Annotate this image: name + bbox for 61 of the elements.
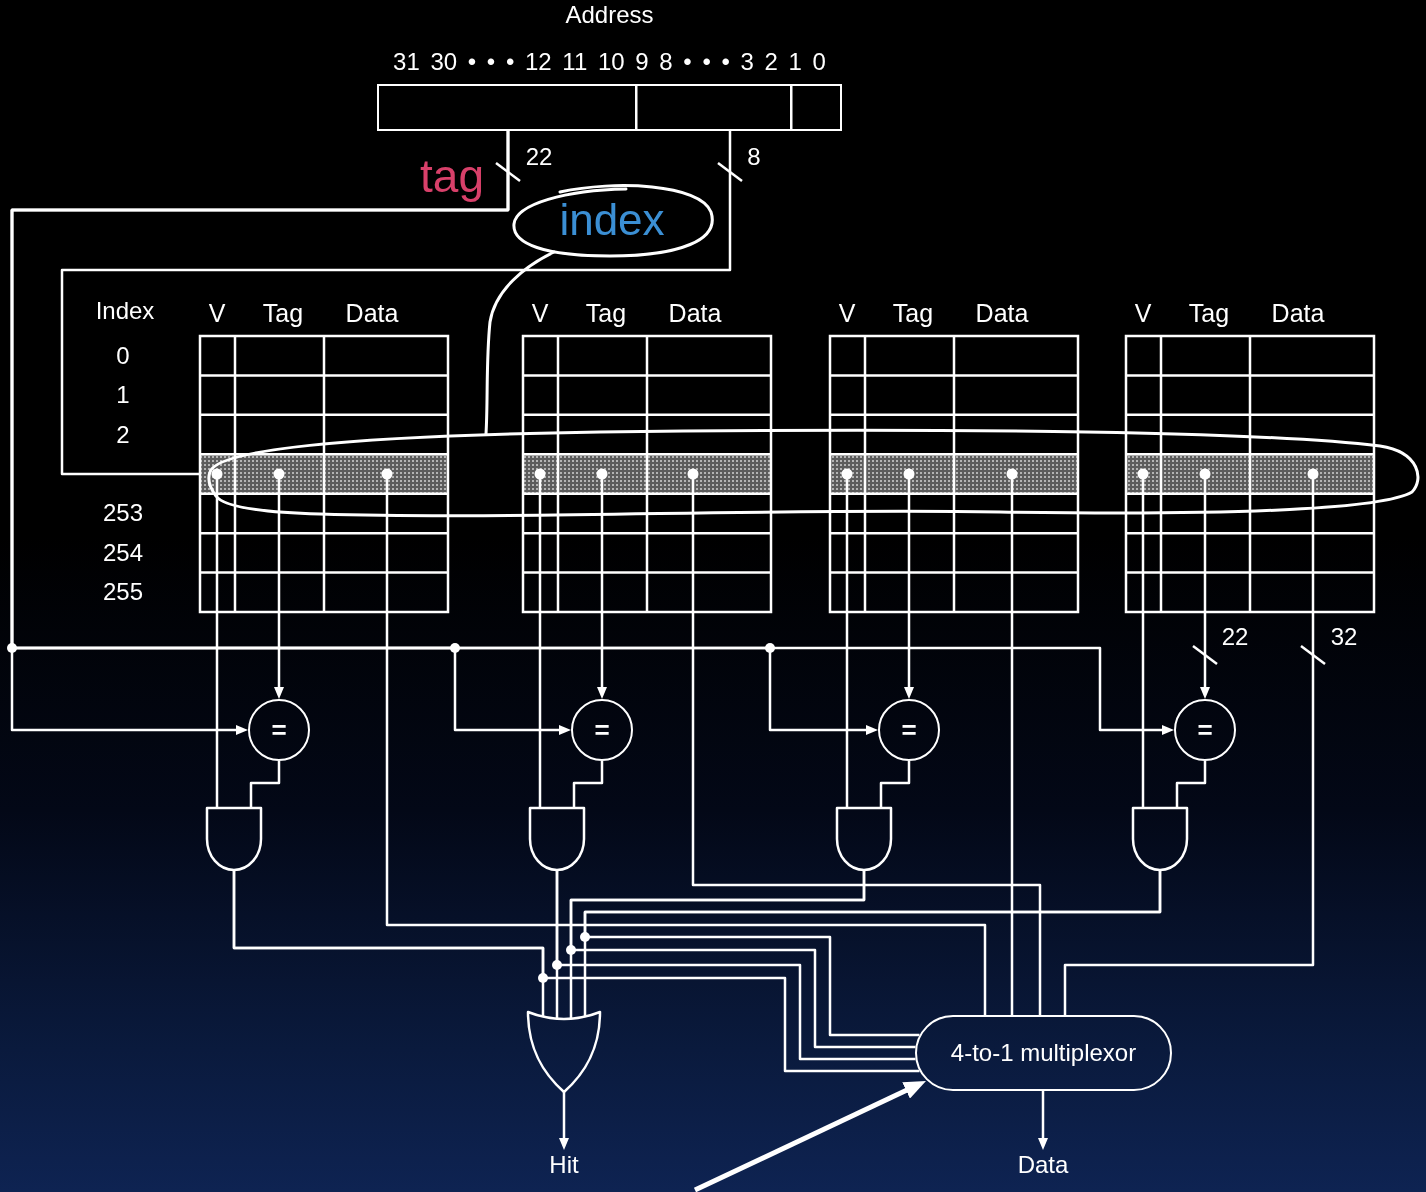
wire [249,761,281,808]
column-header: Data [668,300,722,326]
wire [1141,612,1145,808]
column-header: Data [345,300,399,326]
wire [691,612,1042,1015]
output-label: Hit [549,1152,579,1178]
and-gate [528,806,586,872]
column-header: V [838,300,856,326]
arrow [10,131,1174,735]
comparator: = [248,699,310,761]
pointer-arrow [693,1081,926,1192]
wire [1010,612,1014,1015]
or-gate [526,1010,602,1094]
column-header: Data [1271,300,1325,326]
arrow [904,612,914,699]
column-header: V [208,300,226,326]
row-number: 254 [103,540,143,565]
row-number: 253 [103,501,143,526]
wire [60,131,732,476]
and-gate [1131,806,1189,872]
column-header: Index [95,299,155,323]
wire [1175,761,1207,808]
multiplexor: 4-to-1 multiplexor [915,1015,1172,1091]
wire [1063,612,1315,1015]
annotation-text: index [559,198,665,242]
row-number: 255 [103,580,143,605]
comparator: = [878,699,940,761]
address-heading: Address [565,3,654,27]
arrow [1200,612,1210,699]
bit-numbers: 31 30 • • • 12 11 10 9 8 • • • 3 2 1 0 [393,50,826,74]
column-header: Tag [262,300,304,326]
and-gate [205,806,263,872]
comparator: = [571,699,633,761]
bus-width-label: 22 [1221,625,1249,649]
wire [215,612,219,808]
wire [879,761,911,808]
row-number: 2 [116,422,130,447]
bus-width-label: 22 [525,145,553,169]
arrow [274,612,284,699]
arrow [1038,1091,1048,1150]
wire [538,612,542,808]
wire [232,870,920,1073]
row-number: 0 [116,343,130,368]
arrow [559,1092,569,1150]
arrow [597,612,607,699]
column-header: Tag [585,300,627,326]
wire [385,612,987,1015]
wire [572,761,604,808]
bus-width-label: 32 [1330,625,1358,649]
output-label: Data [1017,1152,1069,1178]
wire [845,612,849,808]
row-number: 1 [116,383,130,408]
column-header: Tag [892,300,934,326]
column-header: Tag [1188,300,1230,326]
column-header: V [531,300,549,326]
comparator: = [1174,699,1236,761]
bus-width-label: 8 [747,145,761,169]
column-header: Data [975,300,1029,326]
and-gate [835,806,893,872]
hand-drawn-line [484,250,556,436]
column-header: V [1134,300,1152,326]
